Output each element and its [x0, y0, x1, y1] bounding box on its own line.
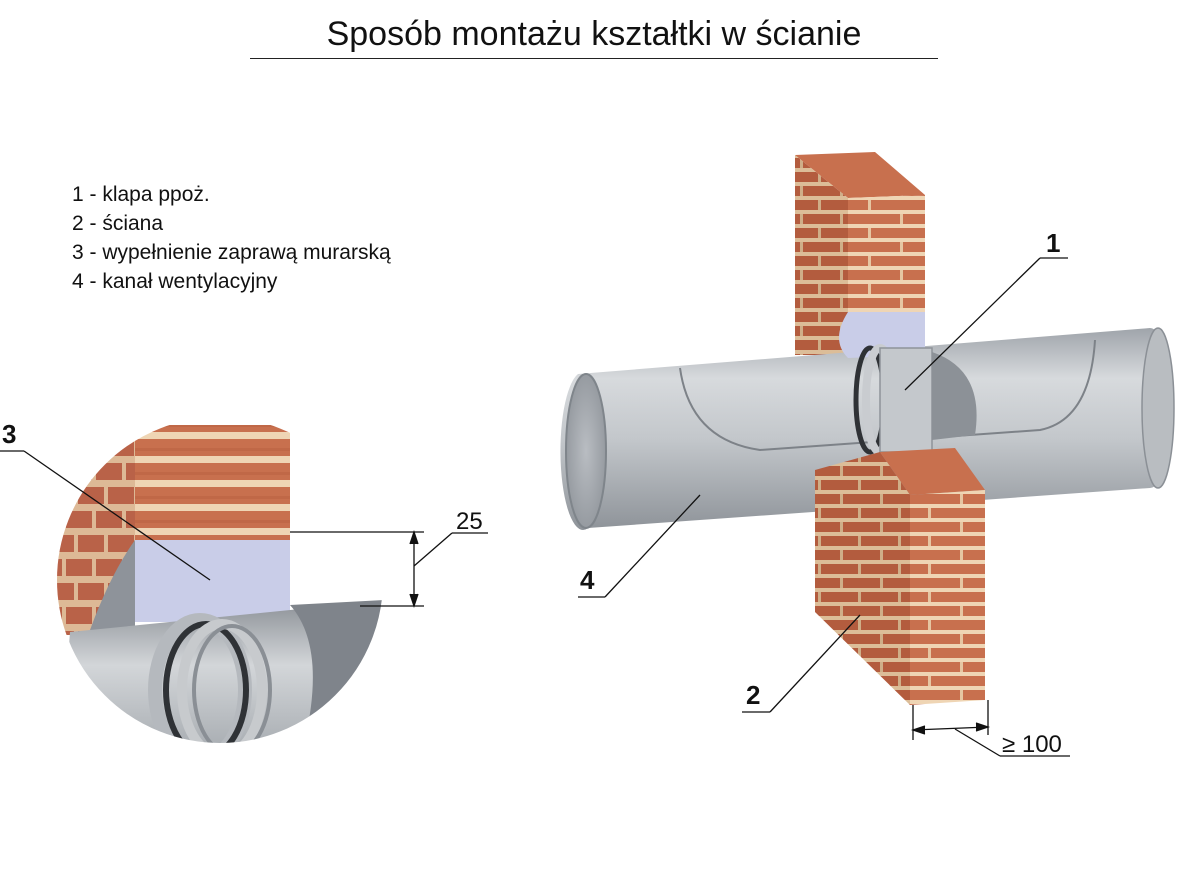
callout-1-label: 1: [1046, 228, 1060, 258]
legend-item-3: 3 - wypełnienie zaprawą murarską: [72, 241, 391, 264]
callout-1-leader: [904, 257, 1068, 391]
dimension-100-label: ≥ 100: [1002, 731, 1062, 758]
wall-lower-front: [910, 490, 985, 705]
wall-top: [795, 152, 925, 198]
wall-upper-side: [795, 155, 848, 355]
duct-zoom: [60, 602, 380, 745]
duct-end: [565, 373, 607, 529]
dimension-25: [290, 529, 488, 609]
dimension-25-label: 25: [456, 508, 483, 535]
callout-2-leader: [742, 614, 861, 713]
legend-item-1: 1 - klapa ppoż.: [72, 183, 210, 206]
diagram-title: Sposób montażu kształtki w ścianie: [250, 14, 938, 59]
callout-2-label: 2: [746, 680, 760, 710]
legend-item-2: 2 - ściana: [72, 212, 164, 235]
main-assembly: [560, 152, 1175, 705]
wall-lower-side: [815, 452, 910, 705]
callout-3-leader: [0, 450, 211, 581]
callout-3-label: 3: [2, 419, 16, 449]
dimension-100: [910, 700, 1070, 757]
legend: 1 - klapa ppoż. 2 - ściana 3 - wypełnien…: [72, 180, 391, 296]
callout-4-label: 4: [580, 565, 595, 595]
legend-item-4: 4 - kanał wentylacyjny: [72, 270, 278, 293]
zoom-detail: [55, 415, 385, 745]
callout-4-leader: [578, 494, 701, 598]
mortar-filler: [135, 540, 290, 622]
